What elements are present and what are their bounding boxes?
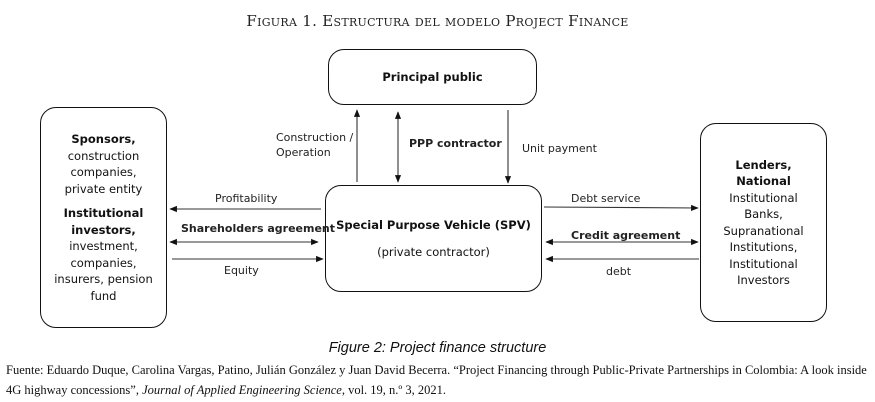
- lenders-heading: Lenders,: [735, 157, 792, 172]
- source-suffix: , vol. 19, n.º 3, 2021.: [341, 383, 447, 397]
- investors-line: insurers, pension: [54, 272, 153, 286]
- lenders-line: Banks,: [744, 207, 783, 221]
- sponsors-line: construction: [67, 148, 140, 163]
- sponsors-heading: Sponsors,: [71, 132, 136, 146]
- lenders-line: Supranational: [723, 223, 804, 238]
- credit-agreement-label: Credit agreement: [571, 229, 681, 242]
- construction-label: Construction /: [276, 131, 354, 144]
- source-journal: Journal of Applied Engineering Science: [142, 383, 342, 397]
- lenders-line: Investors: [737, 273, 790, 287]
- lenders-line: Institutional: [729, 190, 798, 205]
- spv-box: Special Purpose Vehicle (SPV) (private c…: [325, 185, 542, 292]
- unit-payment-label: Unit payment: [522, 142, 597, 155]
- spv-subtitle: (private contractor): [377, 244, 490, 259]
- debt-service-arrow: [543, 204, 699, 212]
- source-note: Fuente: Eduardo Duque, Carolina Vargas, …: [6, 360, 872, 400]
- spv-title: Special Purpose Vehicle (SPV): [336, 218, 531, 232]
- investors-line: companies,: [70, 255, 137, 270]
- source-text: Fuente: Eduardo Duque, Carolina Vargas, …: [6, 363, 867, 397]
- sponsors-line: private entity: [64, 181, 143, 196]
- ppp-contractor-label: PPP contractor: [409, 137, 502, 150]
- lenders-line: Institutional: [729, 256, 798, 271]
- investors-heading: investors,: [71, 222, 136, 237]
- equity-label: Equity: [224, 264, 259, 277]
- figure-caption: Figure 2: Project finance structure: [328, 340, 547, 356]
- investors-line: fund: [90, 288, 117, 303]
- lenders-line: Institutions,: [729, 240, 798, 254]
- investors-heading: Institutional: [63, 206, 144, 220]
- debt-service-label: Debt service: [571, 192, 641, 205]
- principal-public-label: Principal public: [382, 69, 483, 84]
- lenders-heading: National: [736, 174, 791, 188]
- sponsors-box: Sponsors, construction companies, privat…: [40, 107, 167, 328]
- profitability-label: Profitability: [215, 192, 278, 205]
- sponsors-line: companies,: [70, 165, 137, 179]
- figure-title: Figura 1. Estructura del modelo Project …: [246, 12, 629, 30]
- debt-label: debt: [606, 265, 632, 278]
- shareholders-agreement-label: Shareholders agreement: [181, 222, 336, 235]
- principal-public-box: Principal public: [328, 49, 537, 105]
- operation-label: Operation: [276, 146, 331, 159]
- investors-line: investment,: [69, 239, 138, 253]
- lenders-box: Lenders, National Institutional Banks, S…: [700, 123, 827, 322]
